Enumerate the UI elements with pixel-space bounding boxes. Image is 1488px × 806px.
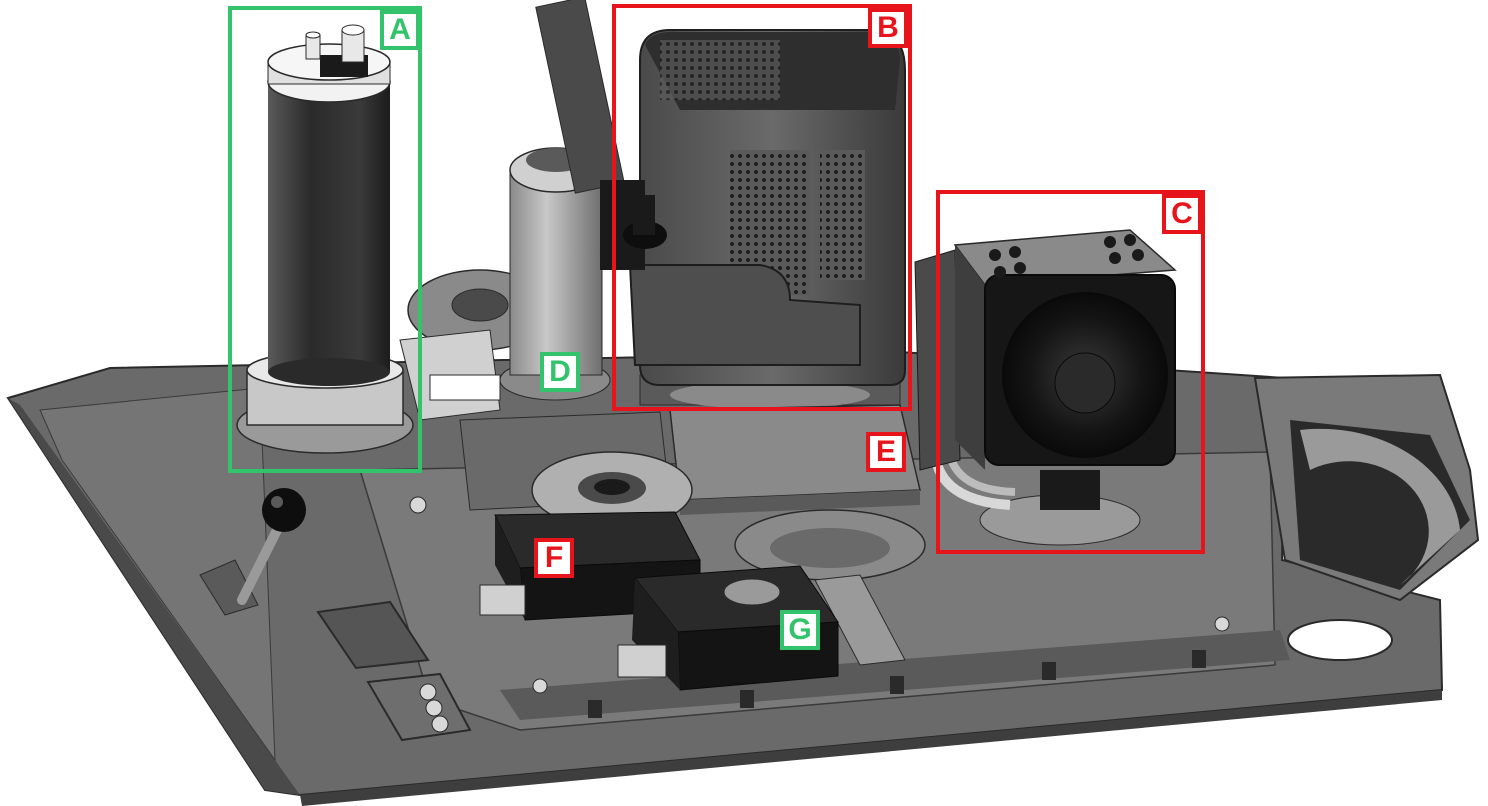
- component-b-camera: [600, 29, 906, 409]
- callout-label-g: G: [780, 610, 820, 650]
- center-stage: [459, 404, 926, 666]
- rear-plate: [1253, 373, 1480, 661]
- component-c-fan-unit: [914, 229, 1177, 546]
- callout-box-a: [228, 6, 422, 473]
- callout-label-b: B: [868, 8, 908, 48]
- component-a-cylinder: [236, 24, 414, 454]
- callout-label-d: D: [540, 352, 580, 392]
- callout-box-c: [936, 190, 1205, 554]
- front-bolts: [409, 496, 1230, 718]
- callout-box-b: [612, 4, 912, 411]
- callout-label-c: C: [1162, 194, 1202, 234]
- component-d-cylinder: [499, 0, 625, 401]
- joystick: [237, 488, 306, 605]
- callout-label-e: E: [866, 432, 906, 472]
- callout-label-a: A: [380, 10, 420, 50]
- callout-label-f: F: [534, 538, 574, 578]
